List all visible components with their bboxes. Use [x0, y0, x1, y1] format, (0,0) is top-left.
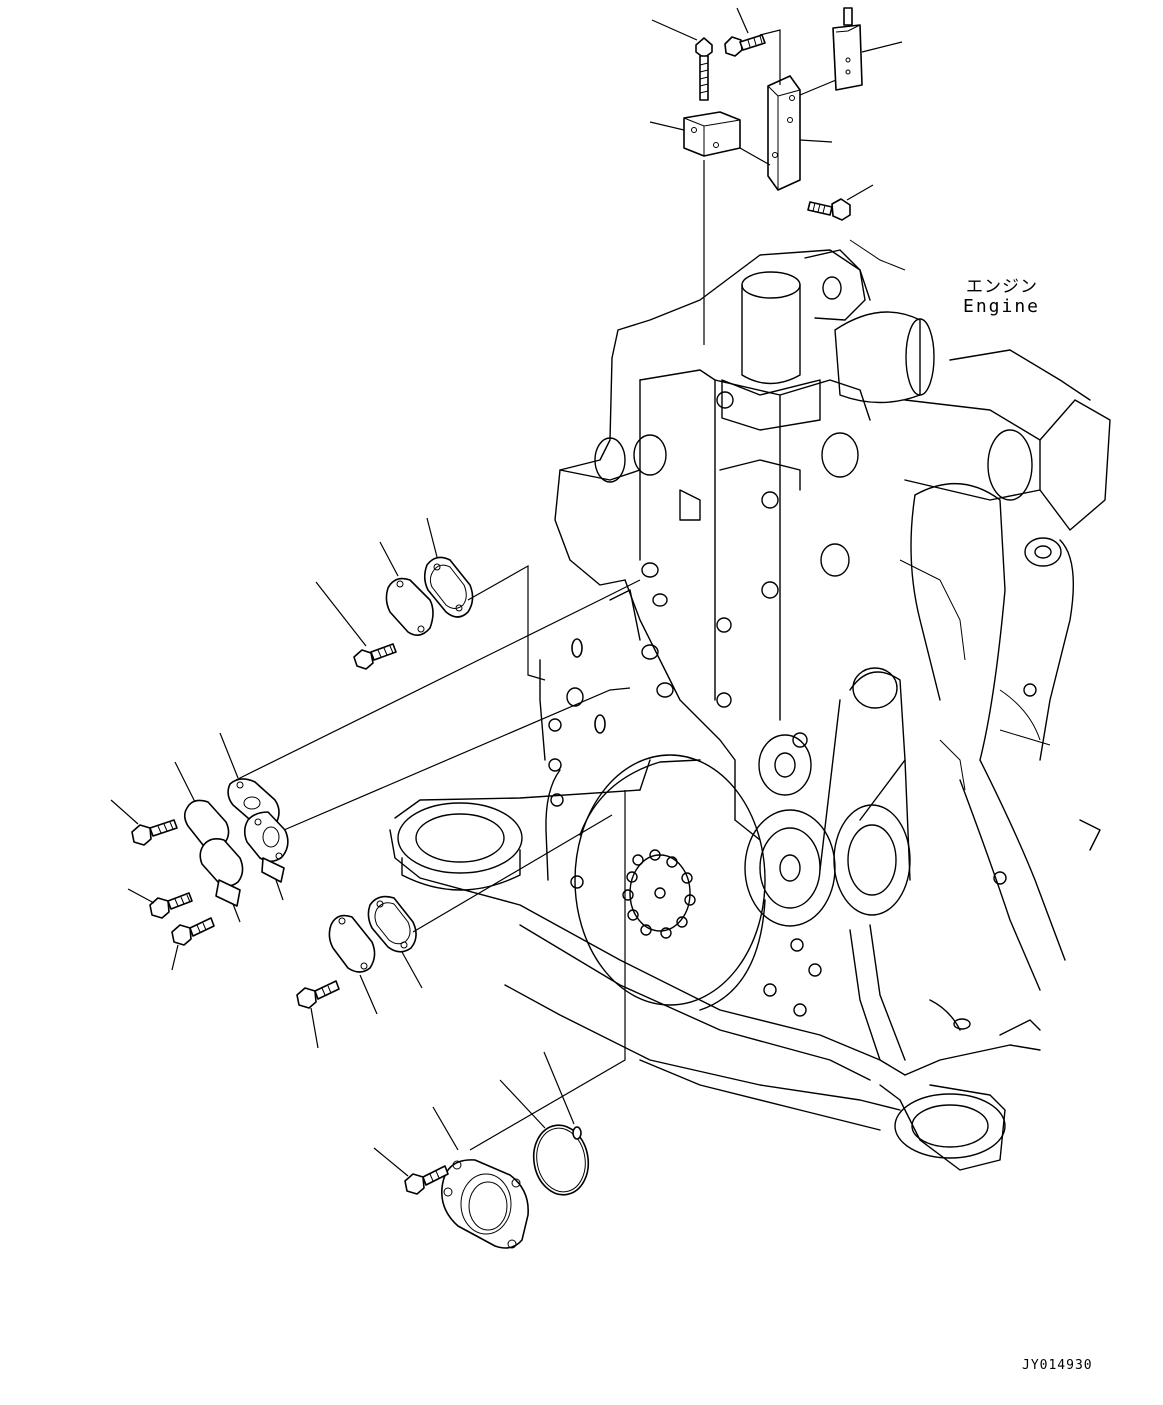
drawing-code: JY014930 [1022, 1358, 1093, 1373]
gasket-middle [367, 895, 423, 989]
bolt-cover-upper [315, 581, 397, 670]
bolt-short-top [724, 7, 766, 57]
bolt-left-3 [171, 917, 215, 971]
standoff-pin [799, 7, 903, 96]
bolt-bracket-lower [807, 184, 874, 221]
cover-left-mid [174, 761, 230, 850]
bolt-long-top [651, 19, 713, 101]
engine-label-en: Engine [963, 296, 1041, 317]
front-seal-group [373, 790, 626, 1249]
spacer-block [649, 111, 741, 157]
o-ring-large [499, 1079, 590, 1196]
left-connector-group [110, 579, 641, 971]
cover-plate-upper [379, 541, 434, 636]
engine-label-jp: エンジン [966, 277, 1038, 297]
gasket-left-front [199, 838, 244, 923]
bolt-cover-middle [296, 980, 340, 1049]
engine-assembly [389, 239, 1111, 1171]
flange-plate-front [243, 811, 289, 901]
damper-bolts [622, 849, 696, 939]
gasket-upper [423, 517, 474, 618]
engine-bosses [548, 391, 1037, 1017]
bracket-plate [739, 29, 833, 191]
bolt-left-2 [127, 888, 193, 919]
cover-plate-middle [328, 914, 378, 1015]
o-ring-small [543, 1051, 582, 1140]
bolt-left-1 [110, 799, 178, 846]
small-o-rings-block [571, 638, 606, 734]
top-bracket-group [649, 7, 903, 345]
upper-cover-group [315, 517, 546, 681]
middle-cover-group [296, 814, 613, 1049]
bolt-seal-cover [373, 1147, 449, 1195]
front-seal-cover [432, 1106, 529, 1249]
